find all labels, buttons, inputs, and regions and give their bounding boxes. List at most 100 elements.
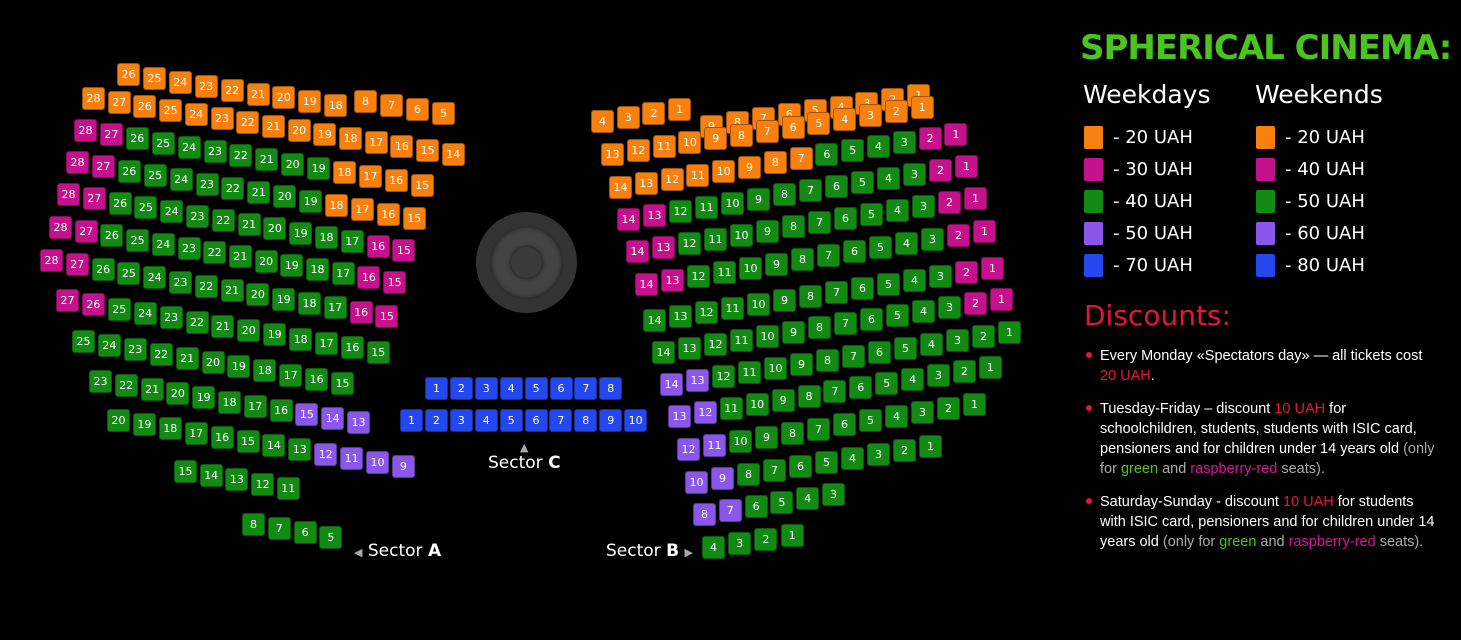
seat[interactable]: 24 — [160, 200, 184, 224]
seat[interactable]: 4 — [499, 377, 523, 400]
seat[interactable]: 2 — [918, 126, 942, 150]
seat[interactable]: 3 — [912, 194, 935, 218]
seat[interactable]: 18 — [315, 226, 338, 249]
seat[interactable]: 16 — [390, 135, 414, 158]
seat[interactable]: 26 — [91, 257, 115, 281]
seat[interactable]: 8 — [799, 285, 822, 308]
seat[interactable]: 6 — [849, 376, 873, 400]
seat[interactable]: 5 — [770, 490, 794, 514]
seat[interactable]: 22 — [221, 176, 245, 200]
seat[interactable]: 11 — [713, 260, 736, 284]
seat[interactable]: 17 — [243, 394, 267, 418]
seat[interactable]: 12 — [687, 264, 710, 288]
seat[interactable]: 12 — [695, 301, 718, 324]
seat[interactable]: 19 — [298, 90, 322, 114]
seat[interactable]: 18 — [325, 194, 348, 217]
seat[interactable]: 25 — [159, 99, 183, 122]
seat[interactable]: 15 — [416, 139, 440, 162]
seat[interactable]: 14 — [660, 373, 683, 396]
seat[interactable]: 20 — [107, 409, 130, 432]
seat[interactable]: 16 — [376, 202, 400, 226]
seat[interactable]: 1 — [964, 186, 987, 210]
seat[interactable]: 7 — [574, 377, 598, 400]
seat[interactable]: 13 — [678, 336, 701, 360]
seat[interactable]: 4 — [877, 167, 900, 190]
seat[interactable]: 21 — [228, 245, 252, 269]
seat[interactable]: 26 — [125, 127, 149, 151]
seat[interactable]: 4 — [885, 405, 908, 429]
seat[interactable]: 2 — [893, 439, 916, 462]
seat[interactable]: 15 — [331, 372, 354, 395]
seat[interactable]: 5 — [859, 409, 882, 433]
seat[interactable]: 3 — [946, 329, 969, 352]
seat[interactable]: 4 — [796, 486, 820, 510]
seat[interactable]: 9 — [391, 455, 415, 479]
seat[interactable]: 23 — [210, 107, 234, 130]
seat[interactable]: 3 — [892, 130, 916, 154]
seat[interactable]: 20 — [263, 217, 287, 241]
seat[interactable]: 10 — [721, 191, 744, 215]
seat[interactable]: 20 — [287, 119, 311, 142]
seat[interactable]: 17 — [315, 332, 338, 355]
seat[interactable]: 24 — [168, 70, 192, 94]
seat[interactable]: 9 — [711, 467, 734, 490]
seat[interactable]: 6 — [851, 277, 874, 300]
seat[interactable]: 7 — [817, 244, 840, 268]
seat[interactable]: 12 — [669, 199, 692, 223]
seat[interactable]: 23 — [186, 204, 209, 228]
seat[interactable]: 18 — [289, 327, 313, 351]
seat[interactable]: 2 — [424, 409, 448, 432]
seat[interactable]: 7 — [834, 312, 857, 336]
seat[interactable]: 26 — [81, 293, 105, 317]
seat[interactable]: 8 — [816, 349, 839, 372]
seat[interactable]: 9 — [782, 320, 805, 344]
seat[interactable]: 11 — [652, 135, 676, 159]
seat[interactable]: 28 — [57, 183, 80, 206]
seat[interactable]: 6 — [524, 409, 548, 432]
seat[interactable]: 1 — [998, 321, 1021, 344]
seat[interactable]: 26 — [100, 224, 124, 248]
seat[interactable]: 1 — [990, 287, 1013, 311]
seat[interactable]: 6 — [549, 377, 573, 400]
seat[interactable]: 14 — [609, 176, 632, 199]
seat[interactable]: 2 — [754, 528, 778, 551]
seat[interactable]: 21 — [246, 82, 270, 106]
seat[interactable]: 1 — [973, 219, 996, 243]
seat[interactable]: 14 — [321, 406, 345, 430]
seat[interactable]: 27 — [91, 155, 115, 179]
seat[interactable]: 9 — [790, 353, 813, 376]
seat[interactable]: 17 — [340, 230, 364, 254]
seat[interactable]: 22 — [149, 342, 173, 366]
seat[interactable]: 16 — [340, 336, 364, 360]
seat[interactable]: 17 — [184, 421, 208, 445]
seat[interactable]: 10 — [685, 471, 708, 494]
seat[interactable]: 11 — [719, 396, 743, 420]
seat[interactable]: 15 — [366, 340, 390, 364]
seat[interactable]: 23 — [194, 74, 218, 98]
seat[interactable]: 3 — [867, 443, 890, 466]
seat[interactable]: 21 — [175, 346, 199, 370]
seat[interactable]: 10 — [756, 324, 779, 348]
seat[interactable]: 2 — [929, 158, 952, 182]
seat[interactable]: 16 — [269, 398, 293, 422]
seat[interactable]: 18 — [158, 417, 182, 441]
seat[interactable]: 27 — [56, 289, 79, 312]
seat[interactable]: 25 — [143, 163, 167, 187]
seat[interactable]: 16 — [366, 234, 390, 258]
seat[interactable]: 27 — [82, 187, 106, 211]
seat[interactable]: 4 — [901, 368, 925, 392]
seat[interactable]: 25 — [107, 297, 131, 321]
seat[interactable]: 8 — [242, 513, 265, 536]
seat[interactable]: 3 — [728, 532, 752, 555]
seat[interactable]: 14 — [441, 143, 465, 166]
seat[interactable]: 2 — [972, 325, 995, 348]
seat[interactable]: 22 — [220, 78, 244, 102]
seat[interactable]: 4 — [895, 232, 918, 255]
seat[interactable]: 13 — [668, 405, 691, 428]
seat[interactable]: 9 — [599, 409, 623, 432]
seat[interactable]: 20 — [254, 249, 278, 273]
seat[interactable]: 25 — [151, 131, 175, 155]
seat[interactable]: 24 — [151, 232, 175, 256]
seat[interactable]: 2 — [952, 359, 976, 383]
seat[interactable]: 25 — [142, 66, 166, 90]
